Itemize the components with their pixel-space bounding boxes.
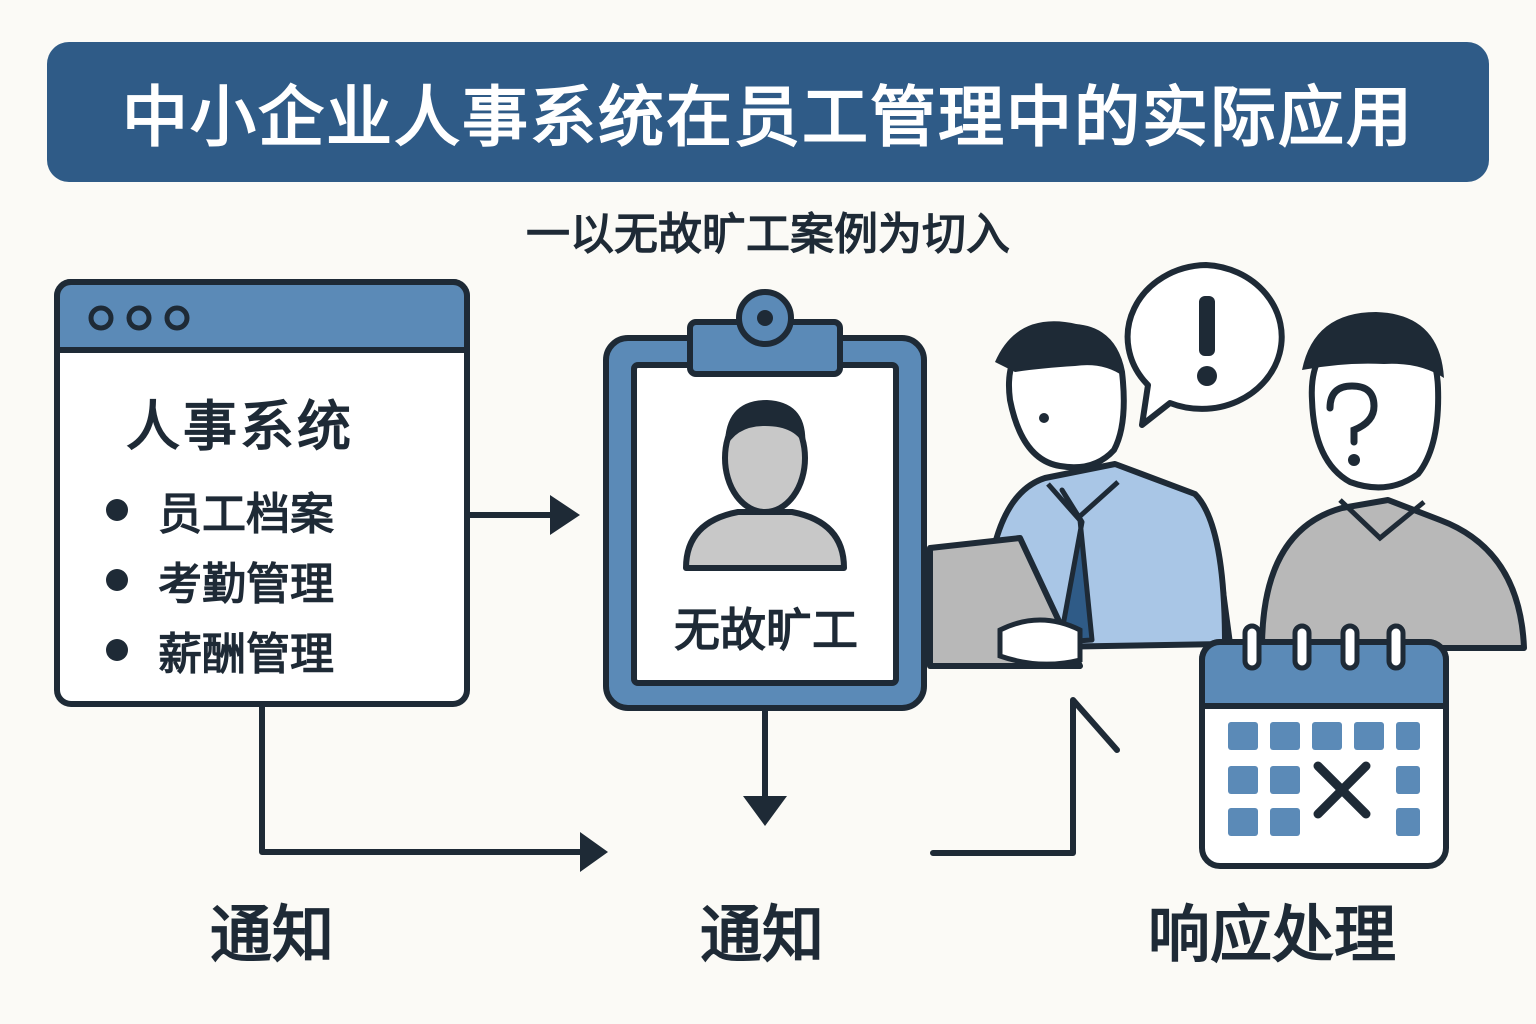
- page-title: 中小企业人事系统在员工管理中的实际应用: [122, 79, 1414, 156]
- hr-menu-item: 薪酬管理: [106, 618, 334, 682]
- arrow-window-down-to-notify: [259, 703, 608, 872]
- arrow-clipboard-down: [743, 707, 787, 826]
- clipboard-icon: [603, 289, 927, 711]
- absence-label: 无故旷工: [674, 603, 858, 657]
- employee-avatar-icon: [683, 400, 847, 571]
- title-banner: 中小企业人事系统在员工管理中的实际应用: [47, 42, 1489, 182]
- bullet-icon: [106, 569, 128, 591]
- employee-at-laptop: [927, 321, 1233, 669]
- bullet-icon: [106, 639, 128, 661]
- step-label-right: 响应处理: [1148, 898, 1397, 971]
- flow-arrows: [259, 495, 1120, 872]
- hr-menu-item: 考勤管理: [106, 548, 334, 612]
- question-mark-icon: [1326, 382, 1378, 466]
- arrow-window-to-clipboard: [467, 495, 580, 535]
- hr-menu-item-label: 员工档案: [158, 489, 334, 540]
- hr-system-window: [54, 279, 470, 707]
- arrow-notify-to-response: [930, 697, 1120, 856]
- hr-menu-item: 员工档案: [106, 478, 334, 542]
- hr-menu-item-label: 薪酬管理: [158, 629, 334, 680]
- step-label-middle: 通知: [700, 898, 825, 971]
- hr-system-heading: 人事系统: [126, 395, 354, 458]
- hr-menu-item-label: 考勤管理: [158, 559, 334, 610]
- window-dots-icon: [88, 305, 190, 331]
- step-label-left: 通知: [210, 898, 335, 971]
- page-subtitle: 一以无故旷工案例为切入: [526, 209, 1010, 260]
- exclamation-speech-bubble-icon: [1124, 262, 1285, 428]
- bullet-icon: [106, 499, 128, 521]
- calendar-x-icon: [1199, 623, 1449, 869]
- confused-employee: [1259, 312, 1527, 651]
